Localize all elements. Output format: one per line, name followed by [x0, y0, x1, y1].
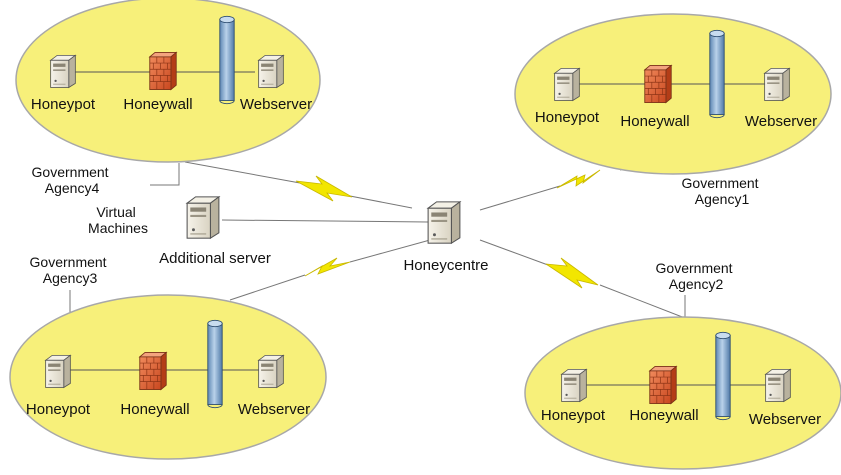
network-pipe-icon	[709, 29, 725, 119]
agency3-label: Government Agency3	[30, 254, 111, 286]
honeypot-label: Honeypot	[31, 96, 96, 113]
honeypot-label: Honeypot	[541, 407, 606, 424]
honeywall-label: Honeywall	[120, 401, 189, 418]
firewall-icon	[139, 351, 167, 391]
honeywall-label: Honeywall	[620, 113, 689, 130]
additional-server: Virtual Machines Additional server	[88, 196, 271, 267]
lightning-link-icon	[295, 169, 601, 289]
cluster-agency2: Honeypot Honeywall Webserver	[524, 316, 841, 470]
server-icon	[45, 354, 71, 388]
honeycentre-label: Honeycentre	[403, 257, 488, 274]
virtual-machines-label: Virtual Machines	[88, 204, 148, 236]
cluster-agency2-ellipse	[524, 316, 841, 470]
server-icon	[561, 368, 587, 402]
server-icon	[427, 201, 461, 244]
honeywall-label: Honeywall	[629, 407, 698, 424]
cluster-agency1-ellipse	[514, 13, 832, 175]
firewall-icon	[149, 51, 177, 91]
webserver-label: Webserver	[240, 96, 312, 113]
server-icon	[186, 196, 220, 239]
additional-server-label: Additional server	[159, 250, 271, 267]
additional-server-link	[221, 219, 429, 223]
cluster-agency4: Honeypot Honeywall Webserver	[15, 0, 321, 163]
agency1-label: Government Agency1	[682, 175, 763, 207]
honeywall-label: Honeywall	[123, 96, 192, 113]
connection-lines	[69, 154, 691, 325]
firewall-icon	[649, 365, 677, 405]
agency4-label-connector	[150, 163, 180, 186]
server-icon	[764, 67, 790, 101]
webserver-label: Webserver	[749, 411, 821, 428]
server-icon	[258, 54, 284, 88]
webserver-label: Webserver	[238, 401, 310, 418]
server-icon	[765, 368, 791, 402]
network-pipe-icon	[715, 331, 731, 421]
cluster-agency1: Honeypot Honeywall Webserver	[514, 13, 832, 175]
server-icon	[258, 354, 284, 388]
server-icon	[50, 54, 76, 88]
honeycentre: Honeycentre	[403, 201, 489, 274]
cluster-agency3: Honeypot Honeywall Webserver	[9, 294, 327, 460]
cluster-agency3-ellipse	[9, 294, 327, 460]
firewall-icon	[644, 64, 672, 104]
network-pipe-icon	[219, 15, 235, 105]
honeypot-label: Honeypot	[535, 109, 600, 126]
server-icon	[554, 67, 580, 101]
agency4-label: Government Agency4	[32, 164, 113, 196]
network-pipe-icon	[207, 319, 223, 409]
agency2-label: Government Agency2	[656, 260, 737, 292]
honeypot-label: Honeypot	[26, 401, 91, 418]
webserver-label: Webserver	[745, 113, 817, 130]
